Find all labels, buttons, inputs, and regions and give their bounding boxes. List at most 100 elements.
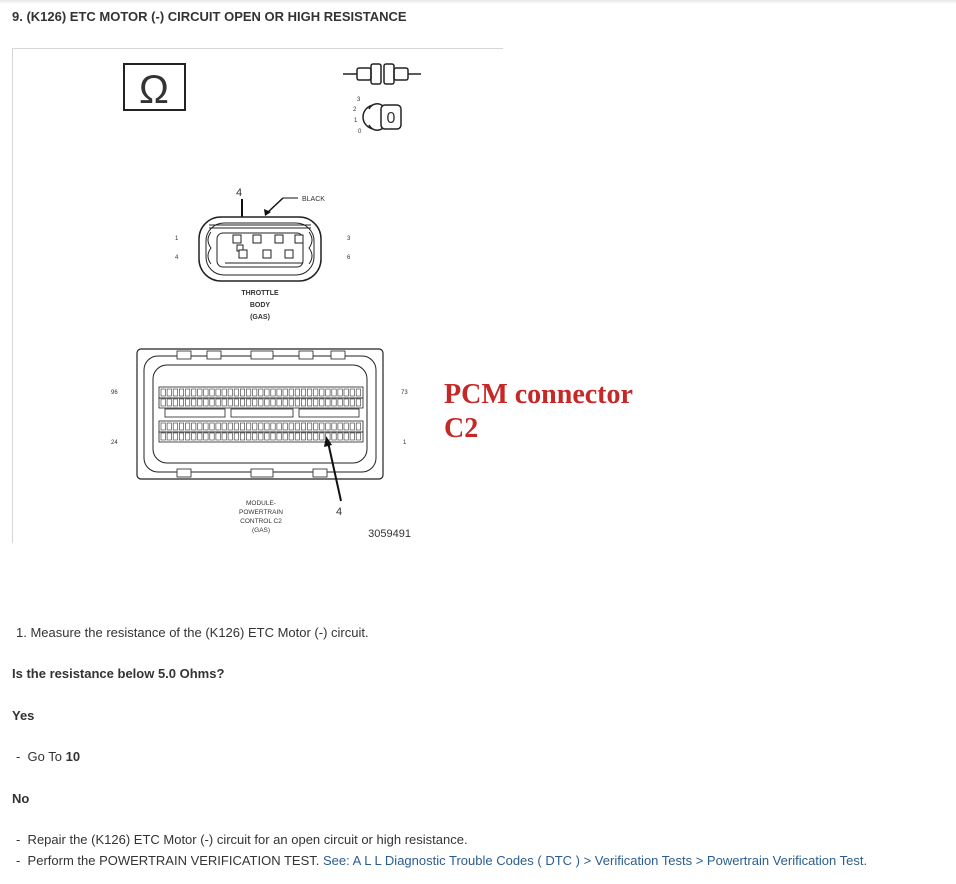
pcm-name-line-1: MODULE-	[246, 500, 276, 507]
wiring-diagram-svg: Ω 3 2 1 0 0 4 BLACK	[111, 63, 421, 540]
pcm-pin-cell	[209, 388, 215, 397]
pcm-pin-cell	[258, 432, 264, 441]
pcm-pin-cell	[215, 422, 221, 431]
pcm-pin-cell	[203, 398, 209, 407]
pcm-pin-cell	[276, 388, 282, 397]
pcm-pin-cell	[160, 432, 166, 441]
pcm-pin-cell	[300, 422, 306, 431]
pcm-pin-cell	[185, 432, 191, 441]
ohm-symbol: Ω	[139, 68, 169, 112]
ignition-pos-2: 2	[353, 107, 357, 113]
pcm-pin-cell	[355, 388, 361, 397]
pcm-pin-cell	[337, 398, 343, 407]
throttle-pin-3: 3	[347, 236, 351, 242]
pcm-pin-cell	[313, 388, 319, 397]
pcm-pin-cell	[252, 398, 258, 407]
throttle-pin-4: 4	[175, 255, 179, 261]
pcm-pin-cell	[160, 388, 166, 397]
pcm-pin-cell	[343, 388, 349, 397]
pcm-pin-cell	[227, 422, 233, 431]
pcm-pin-cell	[294, 432, 300, 441]
pcm-pin-cell	[294, 422, 300, 431]
pcm-pin-cell	[355, 432, 361, 441]
pcm-pin-cell	[276, 432, 282, 441]
pcm-pin-cell	[179, 388, 185, 397]
pcm-pin-cell	[246, 398, 252, 407]
pcm-pin-cell	[270, 398, 276, 407]
pcm-pin-grid	[160, 388, 361, 441]
pcm-pin-cell	[343, 432, 349, 441]
pcm-pin-cell	[240, 432, 246, 441]
pcm-pin-cell	[209, 432, 215, 441]
pcm-pin-cell	[252, 422, 258, 431]
pcm-pin-cell	[209, 398, 215, 407]
pcm-pin-cell	[355, 422, 361, 431]
throttle-pin-callout: 4	[236, 187, 242, 199]
throttle-name-line-3: (GAS)	[250, 314, 270, 321]
pcm-pin-cell	[233, 398, 239, 407]
pcm-pin-cell	[264, 422, 270, 431]
throttle-pin-6: 6	[347, 255, 351, 261]
pcm-pin-73: 73	[401, 390, 408, 396]
powertrain-verification-link[interactable]: See: A L L Diagnostic Trouble Codes ( DT…	[323, 853, 868, 868]
pcm-pin-cell	[227, 432, 233, 441]
pcm-pin-cell	[270, 388, 276, 397]
pcm-pin-cell	[264, 388, 270, 397]
top-shadow-bar	[0, 0, 956, 4]
pcm-pin-cell	[282, 398, 288, 407]
no-action-verification: - Perform the POWERTRAIN VERIFICATION TE…	[16, 853, 867, 868]
ignition-key-icon: 3 2 1 0 0	[353, 97, 402, 135]
pcm-pin-cell	[246, 432, 252, 441]
pcm-pin-cell	[227, 388, 233, 397]
pcm-pin-cell	[246, 388, 252, 397]
pcm-pin-cell	[191, 388, 197, 397]
pcm-pin-cell	[215, 398, 221, 407]
pcm-pin-cell	[319, 422, 325, 431]
pcm-pin-cell	[246, 422, 252, 431]
pcm-pin-cell	[300, 432, 306, 441]
pcm-pin-cell	[288, 398, 294, 407]
step-title: 9. (K126) ETC MOTOR (-) CIRCUIT OPEN OR …	[12, 9, 407, 24]
annotation-line-2: C2	[444, 413, 479, 444]
pcm-pin-cell	[172, 398, 178, 407]
pcm-pin-cell	[325, 422, 331, 431]
pcm-pin-cell	[203, 432, 209, 441]
pcm-pin-cell	[166, 432, 172, 441]
throttle-name-line-1: THROTTLE	[241, 290, 279, 297]
pcm-pin-cell	[349, 388, 355, 397]
ignition-pos-0: 0	[358, 129, 362, 135]
pcm-pin-cell	[282, 422, 288, 431]
pcm-pin-cell	[319, 432, 325, 441]
pcm-pin-96: 96	[111, 390, 118, 396]
pcm-pin-1: 1	[403, 440, 407, 446]
pcm-pin-cell	[179, 398, 185, 407]
pcm-pin-cell	[233, 422, 239, 431]
figure-number: 3059491	[368, 528, 411, 540]
pcm-pin-cell	[337, 432, 343, 441]
throttle-name-line-2: BODY	[250, 302, 271, 309]
pcm-pin-cell	[331, 422, 337, 431]
pcm-pin-cell	[240, 398, 246, 407]
pcm-pin-cell	[240, 388, 246, 397]
goto-step-10-link[interactable]: 10	[65, 749, 81, 764]
pcm-pin-cell	[233, 388, 239, 397]
pcm-pin-cell	[319, 388, 325, 397]
pcm-pin-cell	[307, 398, 313, 407]
no-action-verification-text: - Perform the POWERTRAIN VERIFICATION TE…	[16, 853, 323, 868]
pcm-pin-cell	[172, 422, 178, 431]
pcm-pin-cell	[191, 432, 197, 441]
yes-label: Yes	[12, 708, 35, 723]
pcm-pin-cell	[197, 422, 203, 431]
disconnected-connector-icon	[343, 63, 421, 85]
throttle-body-connector: 4 BLACK 1 4	[175, 187, 351, 321]
pcm-pin-cell	[197, 398, 203, 407]
pcm-pin-cell	[252, 432, 258, 441]
pcm-connector-c2: 96 24 73 1 4 MODULE- POWERTRAIN CONTROL …	[111, 348, 408, 534]
pcm-pin-cell	[331, 432, 337, 441]
pcm-pin-cell	[325, 388, 331, 397]
pcm-pin-cell	[209, 422, 215, 431]
pcm-pin-cell	[355, 398, 361, 407]
pcm-pin-cell	[288, 432, 294, 441]
pcm-pin-cell	[203, 388, 209, 397]
pcm-pin-cell	[233, 432, 239, 441]
